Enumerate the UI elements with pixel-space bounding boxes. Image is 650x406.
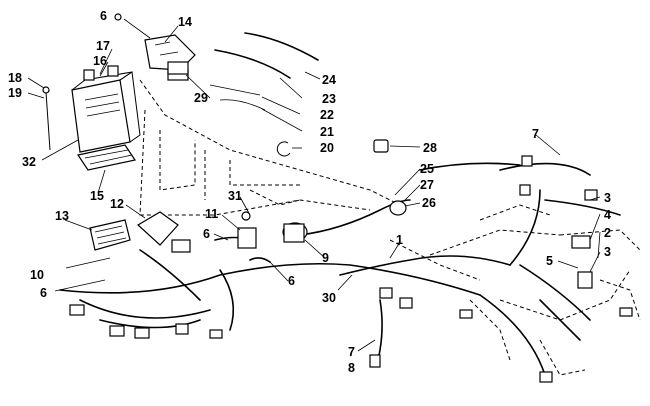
callout-17: 17 [96,39,110,53]
callout-11: 11 [205,207,218,221]
rectifier [89,219,131,251]
callout-27: 27 [420,178,434,192]
callout-6: 6 [100,9,107,23]
callout-29: 29 [194,91,208,105]
callout-3-top: 3 [604,191,611,205]
clip [276,141,291,157]
callout-28: 28 [423,141,437,155]
chassis-frame [139,79,641,376]
callout-4: 4 [604,208,611,222]
callout-23: 23 [322,92,336,106]
battery [71,65,141,153]
battery-strap [42,86,51,151]
screw-top [114,13,122,21]
callout-5: 5 [546,254,553,268]
callout-8: 8 [348,361,355,375]
connectors-right [69,155,633,383]
callout-6-mid: 6 [203,227,210,241]
callout-30: 30 [322,291,336,305]
grommet [389,200,407,216]
callout-2: 2 [604,226,611,240]
callout-3-bottom: 3 [604,245,611,259]
cdi-module [136,211,191,253]
relay [237,211,257,249]
callout-24: 24 [322,73,336,87]
callout-10: 10 [30,268,44,282]
callout-6-left: 6 [40,286,47,300]
leader-lines [27,18,601,352]
leads [167,32,319,111]
callout-7-bottom: 7 [348,345,355,359]
callout-25: 25 [420,162,434,176]
callout-32: 32 [22,155,36,169]
callout-18: 18 [8,71,22,85]
switch-28 [373,139,389,153]
coil [282,222,308,243]
callout-13: 13 [55,209,69,223]
callout-16: 16 [93,54,107,68]
callout-6-right: 6 [288,274,295,288]
callout-15: 15 [90,189,104,203]
callout-1: 1 [396,233,403,247]
callout-14: 14 [178,15,192,29]
callout-31: 31 [228,189,242,203]
battery-mat [77,144,136,171]
callout-26: 26 [422,196,436,210]
callouts: 6 14 17 16 18 19 32 15 24 23 22 21 20 29… [8,9,611,375]
callout-12: 12 [110,197,124,211]
main-harness [59,162,621,376]
callout-22: 22 [320,108,334,122]
callout-9-label: 9 [322,251,329,265]
callout-20: 20 [320,141,334,155]
callout-21: 21 [320,125,334,139]
callout-7-top: 7 [532,127,539,141]
callout-19: 19 [8,86,22,100]
